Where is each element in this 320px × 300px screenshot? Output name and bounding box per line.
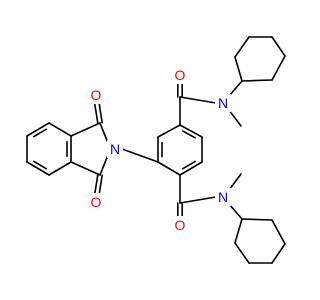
cyclohexane-bond [234,36,250,58]
fused-ring-bond [48,161,72,176]
cyclohexane-bond [241,218,273,221]
central-ring-bond [179,124,203,138]
atom-label-o-top-amide: O [175,67,186,83]
central-ring-bond [157,161,181,176]
cyclohexane-bond [234,242,250,264]
atom-label-bg [88,193,104,211]
atom-label-o-bottom-amide: O [175,217,186,233]
molecule-diagram: O N N O O O N [26,36,286,264]
atom-label-layer: O N N O O O N [88,66,231,234]
bond-layer [26,36,286,264]
atom-label-bg [172,66,188,84]
atom-label-n-bottom-amide: N [218,189,228,205]
n-methyl-bond [228,173,242,191]
atom-label-bg [172,216,188,234]
atom-label-o-imide-upper: O [91,87,102,103]
central-ring-bond [181,160,196,170]
cyclohexane-bond [271,36,286,57]
cyclohexane-bond [271,243,286,264]
fused-ring-bond [48,122,72,137]
imide-carbonyl-bond [94,103,99,125]
atom-label-o-imide-lower: O [91,194,102,210]
n-cyclohexyl-bond [228,80,243,97]
atom-label-bg [88,86,104,104]
cyclohexane-bond [271,219,286,245]
imide-bond [99,154,109,176]
amide-bond [179,96,217,104]
imide-carbonyl-bond [98,102,103,124]
imide-bond [99,122,109,144]
molecule-structure-svg: O N N O O O N [26,36,286,264]
cyclohexane-bond [234,218,243,244]
cyclohexane-bond [241,79,273,82]
fused-ring-bond [33,160,47,170]
cyclohexane-bond [234,56,243,82]
imide-bond [70,122,101,137]
fused-ring-bond [26,161,50,176]
imide-bond [70,161,101,176]
imide-carbonyl-bond [98,174,103,196]
fused-ring-bond [33,128,47,138]
n-methyl-bond [228,109,242,127]
imide-carbonyl-bond [94,173,99,195]
central-ring-bond [182,130,196,139]
n-cyclohexyl-bond [228,203,243,220]
n-aryl-bond [121,148,159,163]
fused-ring-bond [26,122,50,137]
central-ring-bond [157,124,181,138]
atom-label-n-imide: N [110,141,120,157]
atom-label-bg [215,188,231,206]
cyclohexane-bond [271,55,286,81]
atom-label-n-top-amide: N [218,95,228,111]
amide-bond [179,196,217,204]
atom-label-bg [107,140,123,158]
central-ring-bond [179,161,203,176]
atom-label-bg [215,94,231,112]
